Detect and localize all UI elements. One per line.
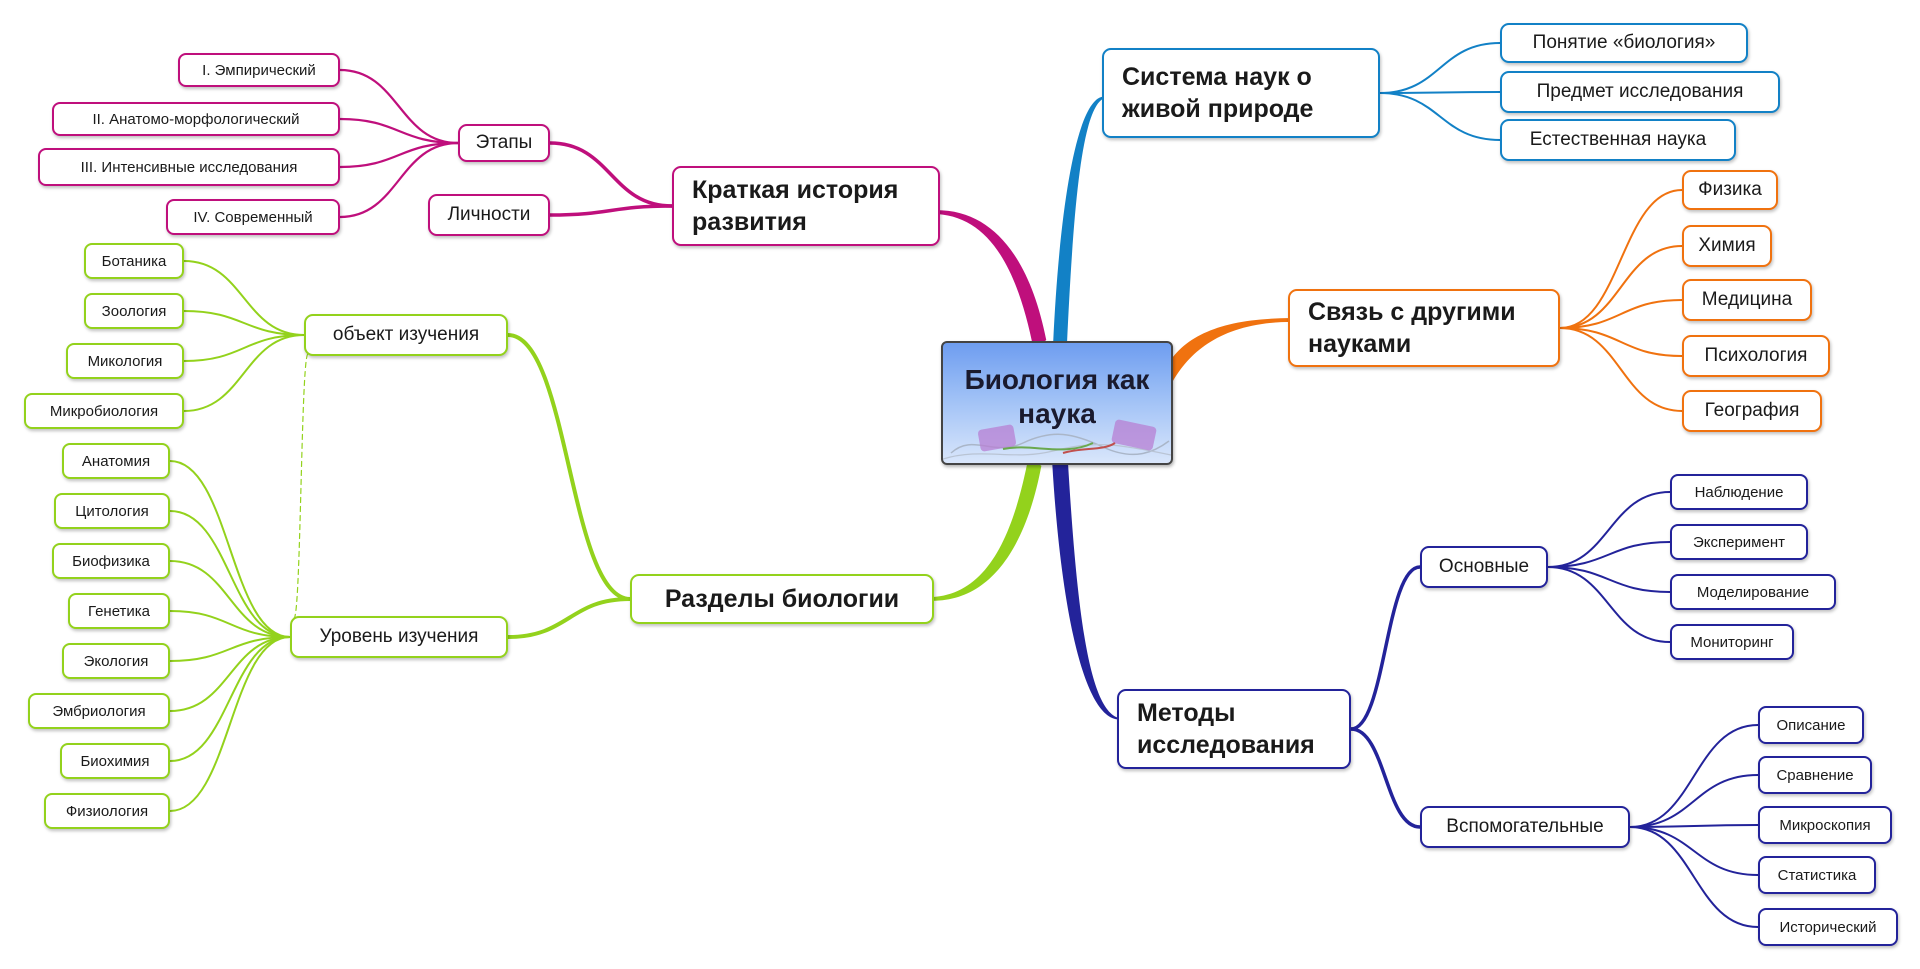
methods-aux-historical[interactable]: Исторический bbox=[1758, 908, 1898, 946]
relations-link-4 bbox=[1559, 327, 1683, 357]
object-zoology[interactable]: Зоология bbox=[84, 293, 184, 329]
level-link-8 bbox=[169, 636, 291, 812]
methods-basic-experiment[interactable]: Эксперимент bbox=[1670, 524, 1808, 560]
aux-link-3 bbox=[1629, 824, 1759, 828]
object-level-relation bbox=[293, 353, 309, 619]
methods-aux-statistics[interactable]: Статистика bbox=[1758, 856, 1876, 894]
object-link-4 bbox=[183, 334, 305, 412]
basic-link-2 bbox=[1547, 541, 1671, 568]
object-botany[interactable]: Ботаника bbox=[84, 243, 184, 279]
history-to-persons bbox=[548, 204, 674, 217]
level-physiology[interactable]: Физиология bbox=[44, 793, 170, 829]
methods-basic-monitoring[interactable]: Мониторинг bbox=[1670, 624, 1794, 660]
level-link-3 bbox=[169, 560, 291, 638]
relations-link-1 bbox=[1559, 189, 1683, 329]
level-biophysics[interactable]: Биофизика bbox=[52, 543, 170, 579]
relations-link-3 bbox=[1559, 299, 1683, 329]
basic-link-1 bbox=[1547, 491, 1671, 568]
branch-methods[interactable]: Методы исследования bbox=[1117, 689, 1351, 769]
level-cytology[interactable]: Цитология bbox=[54, 493, 170, 529]
object-microbiology[interactable]: Микробиология bbox=[24, 393, 184, 429]
stages-link-1 bbox=[338, 68, 460, 145]
molecule-illustration bbox=[943, 419, 1171, 460]
sections-object[interactable]: объект изучения bbox=[304, 314, 508, 356]
basic-link-4 bbox=[1547, 566, 1671, 643]
aux-link-2 bbox=[1629, 774, 1759, 828]
aux-link-5 bbox=[1629, 826, 1759, 928]
level-link-6 bbox=[169, 636, 291, 712]
central-topic-title: Биология как наука bbox=[964, 364, 1150, 430]
methods-aux-comparison[interactable]: Сравнение bbox=[1758, 756, 1872, 794]
central-topic[interactable]: Биология как наука bbox=[941, 341, 1173, 465]
relations-item-medicine[interactable]: Медицина bbox=[1682, 279, 1812, 321]
history-persons[interactable]: Личности bbox=[428, 194, 550, 236]
level-biochemistry[interactable]: Биохимия bbox=[60, 743, 170, 779]
history-stage-2[interactable]: II. Анатомо-морфологический bbox=[52, 102, 340, 136]
relations-link-5 bbox=[1559, 327, 1683, 412]
relations-item-psychology[interactable]: Психология bbox=[1682, 335, 1830, 377]
level-embryology[interactable]: Эмбриология bbox=[28, 693, 170, 729]
system-link-2 bbox=[1379, 91, 1501, 94]
level-link-1 bbox=[169, 460, 291, 638]
methods-trunk bbox=[1052, 459, 1123, 720]
methods-to-aux bbox=[1349, 727, 1422, 829]
sections-trunk bbox=[927, 456, 1042, 601]
relations-item-geography[interactable]: География bbox=[1682, 390, 1822, 432]
methods-aux-microscopy[interactable]: Микроскопия bbox=[1758, 806, 1892, 844]
aux-link-1 bbox=[1629, 724, 1759, 828]
stages-link-3 bbox=[338, 141, 460, 169]
branch-system[interactable]: Система наук о живой природе bbox=[1102, 48, 1380, 138]
methods-to-basic bbox=[1349, 565, 1422, 731]
history-trunk bbox=[931, 210, 1047, 350]
level-link-4 bbox=[169, 610, 291, 638]
level-anatomy[interactable]: Анатомия bbox=[62, 443, 170, 479]
branch-sections[interactable]: Разделы биологии bbox=[630, 574, 934, 624]
history-stages[interactable]: Этапы bbox=[458, 124, 550, 162]
aux-link-4 bbox=[1629, 826, 1759, 876]
sections-to-object bbox=[506, 333, 632, 601]
level-link-5 bbox=[169, 636, 291, 662]
object-link-1 bbox=[183, 260, 305, 336]
basic-link-3 bbox=[1547, 566, 1671, 593]
methods-basic[interactable]: Основные bbox=[1420, 546, 1548, 588]
level-link-2 bbox=[169, 510, 291, 638]
branch-history[interactable]: Краткая история развития bbox=[672, 166, 940, 246]
object-link-2 bbox=[183, 310, 305, 336]
relations-item-physics[interactable]: Физика bbox=[1682, 170, 1778, 210]
system-item-1[interactable]: Понятие «биология» bbox=[1500, 23, 1748, 63]
system-item-3[interactable]: Естественная наука bbox=[1500, 119, 1736, 161]
system-link-3 bbox=[1379, 92, 1501, 141]
methods-basic-observation[interactable]: Наблюдение bbox=[1670, 474, 1808, 510]
system-item-2[interactable]: Предмет исследования bbox=[1500, 71, 1780, 113]
object-mycology[interactable]: Микология bbox=[66, 343, 184, 379]
level-link-7 bbox=[169, 636, 291, 762]
history-to-stages bbox=[548, 141, 674, 208]
stages-link-4 bbox=[338, 141, 460, 219]
system-trunk bbox=[1053, 96, 1108, 347]
sections-to-level bbox=[506, 597, 632, 639]
stages-link-2 bbox=[338, 117, 460, 145]
methods-basic-modeling[interactable]: Моделирование bbox=[1670, 574, 1836, 610]
history-stage-1[interactable]: I. Эмпирический bbox=[178, 53, 340, 87]
methods-aux-description[interactable]: Описание bbox=[1758, 706, 1864, 744]
level-ecology[interactable]: Экология bbox=[62, 643, 170, 679]
relations-item-chemistry[interactable]: Химия bbox=[1682, 225, 1772, 267]
history-stage-4[interactable]: IV. Современный bbox=[166, 199, 340, 235]
sections-level[interactable]: Уровень изучения bbox=[290, 616, 508, 658]
relations-link-2 bbox=[1559, 245, 1683, 329]
level-genetics[interactable]: Генетика bbox=[68, 593, 170, 629]
history-stage-3[interactable]: III. Интенсивные исследования bbox=[38, 148, 340, 186]
object-link-3 bbox=[183, 334, 305, 362]
system-link-1 bbox=[1379, 42, 1501, 94]
methods-auxiliary[interactable]: Вспомогательные bbox=[1420, 806, 1630, 848]
branch-relations[interactable]: Связь с другими науками bbox=[1288, 289, 1560, 367]
relations-trunk bbox=[1165, 318, 1293, 383]
